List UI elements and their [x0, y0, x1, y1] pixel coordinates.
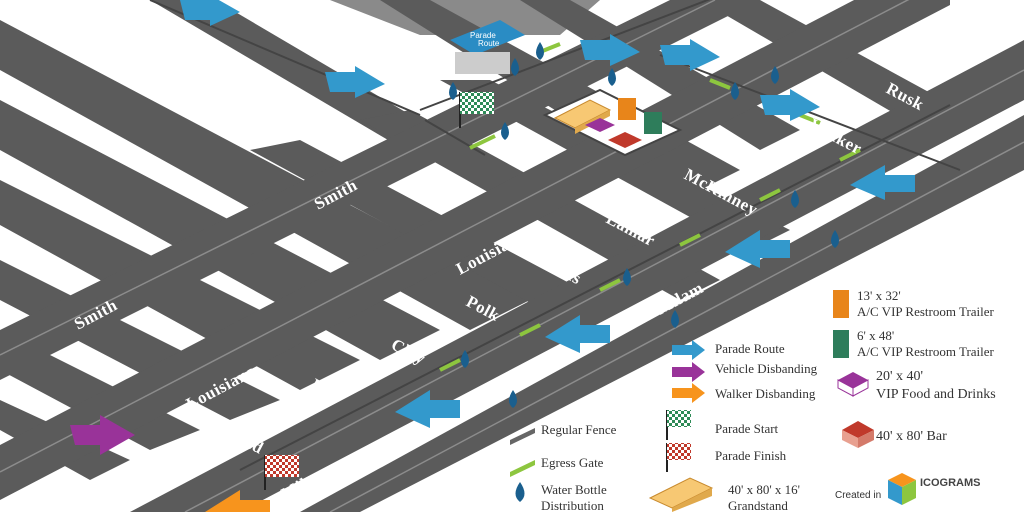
legend: Regular Fence Egress Gate Water Bottle D…: [510, 288, 996, 512]
restroom-trailer-icon: [618, 98, 662, 134]
street-label-pease: Pease: [148, 449, 195, 486]
legend-parade-route-label: Parade Route: [715, 341, 785, 356]
legend-restroom-green: 6' x 48' A/C VIP Restroom Trailer: [833, 328, 995, 359]
legend-parade-start-label: Parade Start: [715, 421, 779, 436]
water-drop-icon: [771, 66, 779, 84]
restroom-trailer-icon: [833, 330, 849, 358]
created-in-label: Created in: [835, 490, 881, 501]
legend-water-label-1: Water Bottle: [541, 482, 607, 497]
egress-gate-icon: [510, 460, 535, 477]
water-drop-icon: [608, 68, 616, 86]
water-drop-icon: [511, 58, 519, 76]
parade-route-arrow-icon: [725, 230, 790, 268]
parade-route-arrow-icon: [325, 66, 385, 98]
legend-restroom-green-label-2: A/C VIP Restroom Trailer: [857, 344, 995, 359]
map-finish-flag: [264, 455, 299, 490]
parade-route-arrow-icon: [760, 89, 820, 121]
vehicle-disbanding-arrow-icon: [70, 415, 135, 455]
legend-regular-fence: Regular Fence: [510, 422, 617, 445]
restroom-trailer-icon: [833, 290, 849, 318]
legend-walker: Walker Disbanding: [672, 383, 816, 403]
water-drop-icon: [831, 230, 839, 248]
legend-vip-label-2: VIP Food and Drinks: [876, 387, 996, 402]
water-drop-icon: [671, 310, 679, 328]
legend-grandstand-label-2: Grandstand: [728, 498, 788, 512]
water-drop-icon: [449, 82, 457, 100]
stage-sign-line2: Route: [478, 39, 500, 48]
water-drop-icon: [515, 482, 525, 502]
route-arrows: [180, 0, 915, 428]
legend-egress-gate: Egress Gate: [510, 455, 604, 477]
water-drop-icon: [536, 42, 544, 60]
parade-route-arrow-icon: [672, 340, 705, 360]
fence-icon: [510, 428, 535, 445]
bar-tent-icon: [842, 421, 874, 448]
vip-tent-icon: [837, 372, 869, 397]
parade-route-stage: Parade Route: [450, 20, 525, 74]
water-drop-icon: [461, 350, 469, 368]
vehicle-disbanding-arrow-icon: [672, 362, 705, 382]
start-flag-icon: [667, 410, 691, 427]
legend-parade-start: Parade Start: [666, 410, 779, 440]
legend-walker-label: Walker Disbanding: [715, 386, 816, 401]
legend-restroom-orange-label-2: A/C VIP Restroom Trailer: [857, 304, 995, 319]
legend-grandstand: 40' x 80' x 16' Grandstand: [648, 477, 800, 512]
map-start-flag: [459, 92, 494, 128]
legend-restroom-green-label-1: 6' x 48': [857, 328, 894, 343]
water-drop-icon: [509, 390, 517, 408]
stage-sign-line1: Parade: [470, 31, 496, 40]
parade-route-arrow-icon: [660, 39, 720, 71]
legend-water-label-2: Distribution: [541, 498, 604, 512]
finish-flag-icon: [667, 443, 691, 460]
parade-route-arrow-icon: [395, 390, 460, 428]
icograms-logo-icon: [888, 473, 916, 505]
parade-route-arrow-icon: [545, 315, 610, 353]
legend-bar: 40' x 80' Bar: [842, 421, 947, 448]
legend-regular-fence-label: Regular Fence: [541, 422, 617, 437]
icograms-logo-text: ICOGRAMS: [920, 477, 981, 489]
legend-vehicle: Vehicle Disbanding: [672, 361, 818, 382]
icograms-branding: Created in ICOGRAMS: [835, 473, 981, 505]
egress-gates: [439, 42, 861, 372]
map-water-drops: [449, 42, 839, 408]
parade-route-arrow-icon: [180, 0, 240, 26]
water-drop-icon: [623, 268, 631, 286]
walker-disbanding-arrow-icon: [205, 490, 270, 512]
parade-route-arrow-icon: [850, 165, 915, 200]
vip-tent-icon: [585, 118, 615, 132]
grandstand-icon: [648, 477, 714, 512]
water-drop-icon: [501, 122, 509, 140]
legend-parade-finish-label: Parade Finish: [715, 448, 787, 463]
bar-tent-icon: [608, 132, 642, 148]
legend-grandstand-label-1: 40' x 80' x 16': [728, 482, 800, 497]
street-label-leeland: Leeland: [203, 412, 267, 458]
walker-disbanding-arrow-icon: [672, 383, 705, 403]
legend-egress-gate-label: Egress Gate: [541, 455, 604, 470]
parade-route-arrow-icon: [580, 34, 640, 66]
legend-parade-finish: Parade Finish: [666, 443, 787, 472]
water-drop-icon: [731, 82, 739, 100]
legend-restroom-orange: 13' x 32' A/C VIP Restroom Trailer: [833, 288, 995, 319]
legend-parade-route: Parade Route: [672, 340, 785, 360]
legend-vip-label-1: 20' x 40': [876, 369, 923, 384]
legend-vip: 20' x 40' VIP Food and Drinks: [837, 369, 996, 402]
legend-vehicle-label: Vehicle Disbanding: [715, 361, 818, 376]
legend-restroom-orange-label-1: 13' x 32': [857, 288, 901, 303]
legend-water: Water Bottle Distribution: [515, 482, 607, 512]
street-label-bell: Bell: [308, 375, 344, 406]
water-drop-icon: [791, 190, 799, 208]
legend-bar-label: 40' x 80' Bar: [876, 429, 947, 444]
